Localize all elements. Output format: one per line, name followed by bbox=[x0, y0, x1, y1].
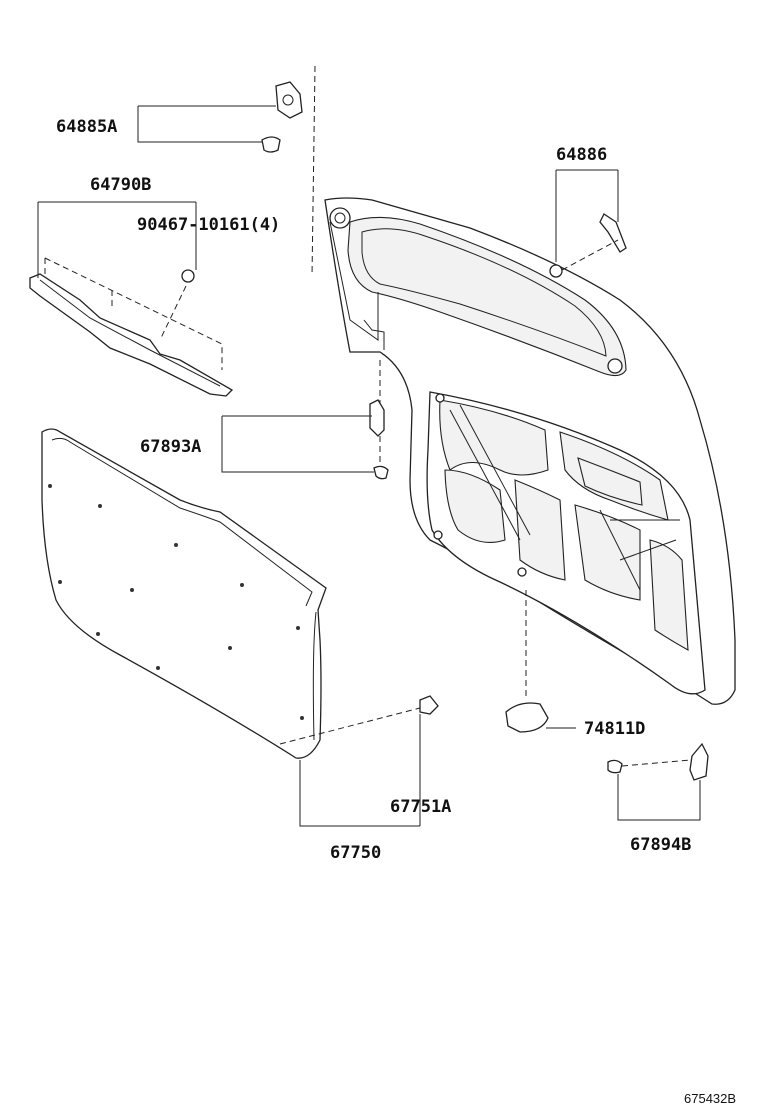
clip-67751A bbox=[419, 695, 439, 715]
clip-64885A bbox=[261, 81, 303, 153]
handle-74811D bbox=[505, 702, 549, 733]
door-trim-board-67750 bbox=[41, 428, 327, 759]
trim-strip-64790B bbox=[29, 269, 234, 397]
label-74811D: 74811D bbox=[584, 719, 645, 739]
back-door-panel bbox=[324, 197, 736, 705]
label-67894B: 67894B bbox=[630, 835, 691, 855]
label-64885A: 64885A bbox=[56, 117, 117, 137]
label-67893A: 67893A bbox=[140, 437, 201, 457]
diagram-id: 675432B bbox=[684, 1091, 736, 1106]
label-64790B: 64790B bbox=[90, 175, 151, 195]
clip-64886 bbox=[549, 213, 627, 278]
bracket-67893A bbox=[369, 399, 389, 480]
bracket-67894B bbox=[607, 742, 709, 781]
label-64886: 64886 bbox=[556, 145, 607, 165]
label-67750: 67750 bbox=[330, 843, 381, 863]
label-90467-10161: 90467-10161(4) bbox=[137, 215, 280, 235]
label-67751A: 67751A bbox=[390, 797, 451, 817]
